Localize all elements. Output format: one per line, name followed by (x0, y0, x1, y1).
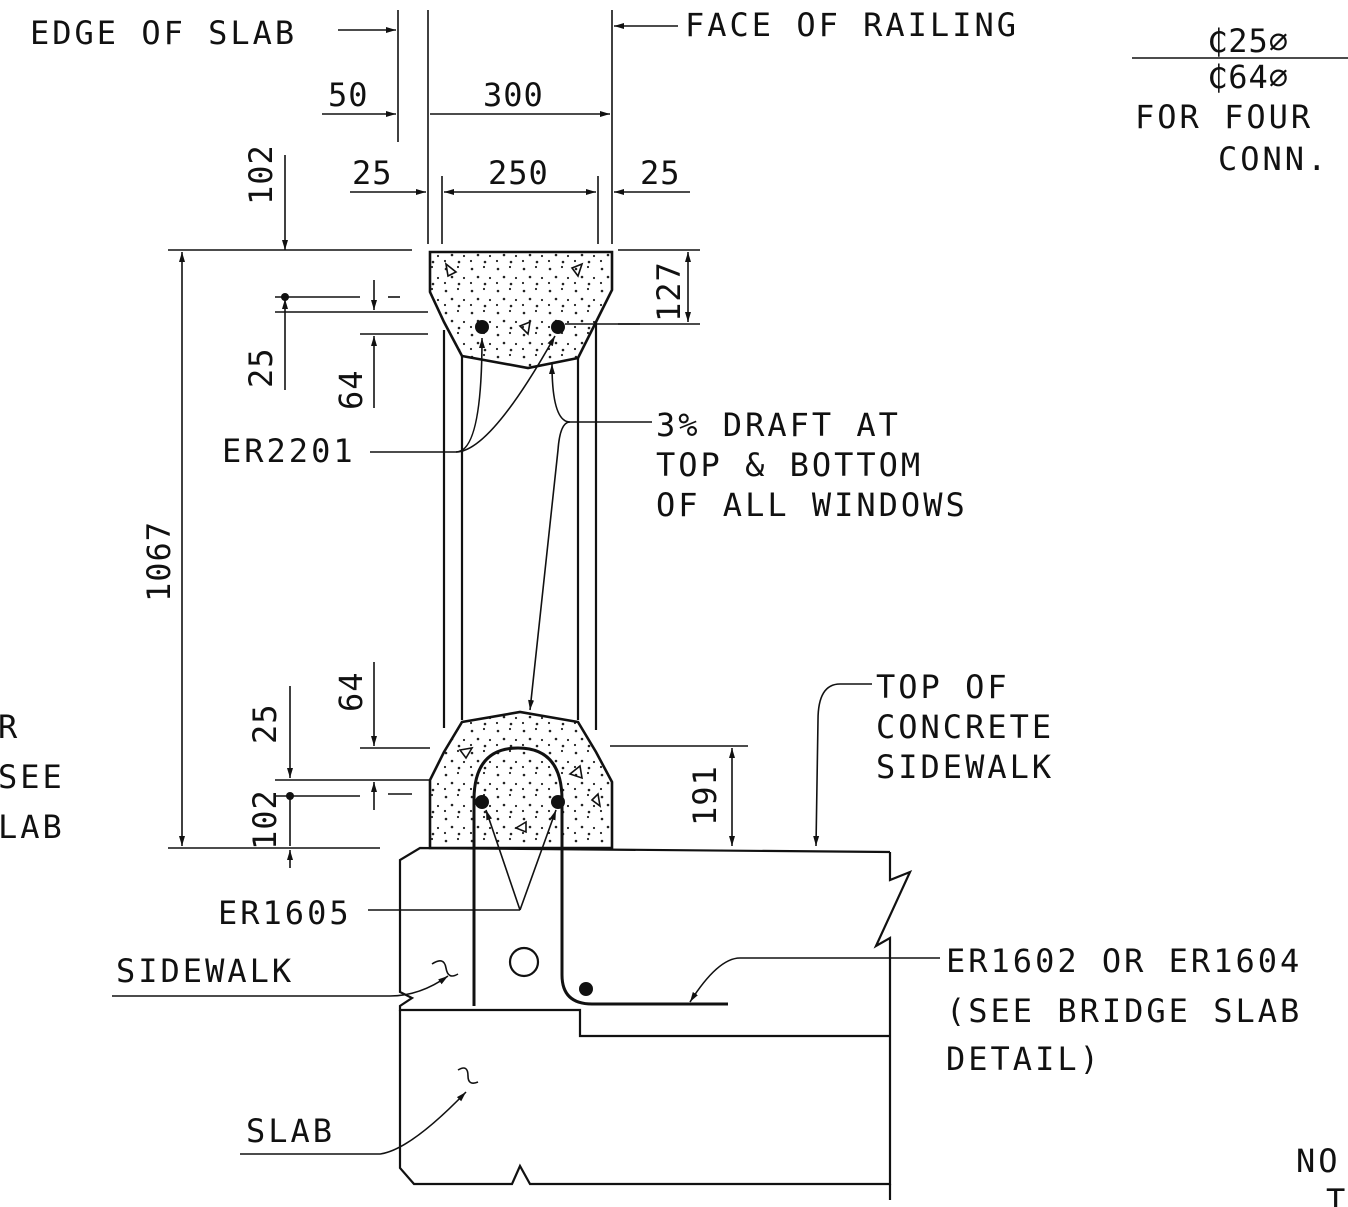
sidewalk-label: SIDEWALK (116, 952, 294, 990)
break-line (873, 852, 913, 1036)
draft-note-line-1: 3% DRAFT AT (656, 406, 901, 444)
bottom-right-note-2: T (1326, 1182, 1348, 1207)
draft-leader-up (549, 363, 652, 423)
bottom-rail-triangle-3 (514, 820, 527, 834)
top-right-note-4: CONN. (1218, 140, 1329, 178)
er1602-note-line-1: ER1602 OR ER1604 (946, 942, 1302, 980)
draft-note-line-2: TOP & BOTTOM (656, 446, 923, 484)
top-of-sidewalk-leader (813, 683, 872, 847)
top-rail-triangle-3 (518, 320, 532, 336)
face-of-railing-label: FACE OF RAILING (685, 6, 1019, 44)
top-of-sidewalk-line-2: CONCRETE (876, 708, 1054, 746)
bottom-rail-triangle-1 (458, 746, 474, 760)
top-rebar-left (475, 320, 489, 334)
slab-label: SLAB (246, 1112, 335, 1150)
dim-1067: 1067 (140, 521, 178, 602)
dim-25-top: 25 (242, 347, 280, 388)
slab-squiggle (457, 1067, 479, 1084)
slab-outline (398, 1010, 892, 1186)
er2201-leader-curve-1 (455, 337, 485, 453)
bottom-rail (428, 710, 614, 850)
top-rebar-right (551, 320, 565, 334)
slab-leader (240, 1091, 467, 1155)
dim-127: 127 (650, 261, 688, 322)
slab-rebar-dot (579, 982, 593, 996)
left-partial-note-3: LAB (0, 808, 65, 846)
dim-300: 300 (483, 76, 544, 114)
left-partial-note-2: SEE (0, 758, 65, 796)
top-rail-triangle-2 (570, 262, 584, 278)
sidewalk-outline (398, 846, 891, 1038)
er1605-leader-to-left-bar (485, 809, 521, 911)
hairpin-bar-er1602 (472, 746, 728, 1006)
er2201-leader-curve-2 (455, 335, 556, 453)
dim-25-bottom: 25 (246, 703, 284, 744)
bottom-rebar-left (475, 795, 489, 809)
top-right-note-1: ₵25⌀ (1208, 22, 1289, 60)
er1605-leader-to-right-bar (519, 809, 557, 911)
dim-102-bottom: 102 (246, 789, 284, 850)
sidewalk-hole (508, 946, 540, 978)
dim-191: 191 (686, 765, 724, 826)
dim-64-bottom: 64 (332, 671, 370, 712)
dim-25-left: 25 (352, 154, 393, 192)
edge-of-slab-label: EDGE OF SLAB (30, 14, 297, 52)
top-of-sidewalk-line-1: TOP OF (876, 668, 1010, 706)
left-partial-note-1: R (0, 708, 20, 746)
top-right-note-2: ₵64⌀ (1208, 58, 1289, 96)
sidewalk-squiggle (431, 960, 459, 977)
er1602-note-line-2: (SEE BRIDGE SLAB (946, 992, 1302, 1030)
dim-250: 250 (488, 154, 549, 192)
bottom-rail-triangle-4 (590, 792, 602, 808)
top-of-sidewalk-line-3: SIDEWALK (876, 748, 1054, 786)
er1602-note-line-3: DETAIL) (946, 1040, 1102, 1078)
draft-note-line-3: OF ALL WINDOWS (656, 486, 968, 524)
dim-102-top: 102 (242, 144, 280, 205)
er1602-leader (689, 957, 940, 1003)
bottom-rail-triangle-2 (568, 764, 584, 780)
er1605-label: ER1605 (218, 894, 352, 932)
sidewalk-leader (112, 975, 449, 997)
dim-25-right: 25 (640, 154, 681, 192)
top-right-note-3: FOR FOUR (1135, 98, 1313, 136)
bottom-right-note-1: NO (1296, 1142, 1341, 1180)
er2201-label: ER2201 (222, 432, 356, 470)
dim-50: 50 (328, 76, 369, 114)
top-rail-cap (428, 250, 614, 370)
dim-64-top: 64 (332, 369, 370, 410)
top-rail-triangle-1 (444, 262, 458, 278)
draft-leader-down (528, 421, 571, 711)
